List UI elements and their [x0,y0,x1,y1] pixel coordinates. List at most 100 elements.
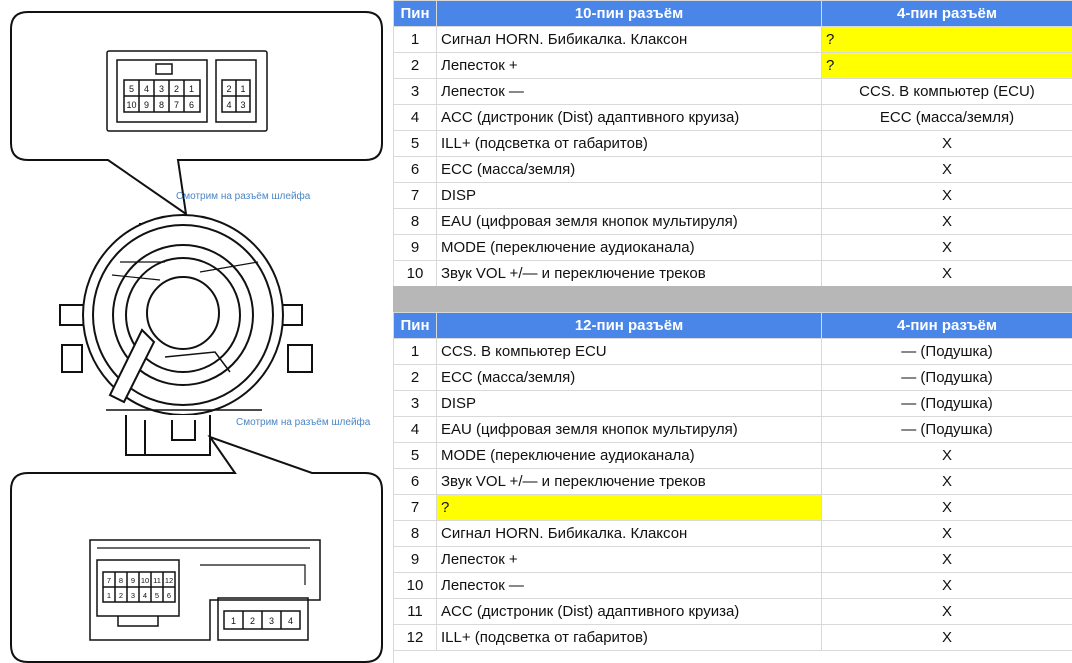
desc-cell: Лепесток + [436,546,822,573]
pin-number-label: 1 [107,591,111,600]
pin-number-label: 5 [155,591,159,600]
desc-cell: ECC (масса/земля) [436,364,822,391]
pin-number-label: 2 [226,84,231,94]
desc-cell: EAU (цифровая земля кнопок мультируля) [436,416,822,443]
desc-cell: EAU (цифровая земля кнопок мультируля) [436,208,822,235]
pin-cell: 5 [393,130,437,157]
pin-number-label: 4 [143,591,147,600]
desc-cell: Звук VOL +/— и переключение треков [436,260,822,287]
pin-cell: 1 [393,338,437,365]
pin-cell: 4 [393,104,437,131]
pin-number-label: 10 [126,100,136,110]
pin-cell: 11 [393,598,437,625]
desc-cell: Лепесток — [436,78,822,105]
pin-number-label: 3 [159,84,164,94]
desc-cell: Звук VOL +/— и переключение треков [436,468,822,495]
pin-cell: 6 [393,156,437,183]
desc-cell: CCS. В компьютер ECU [436,338,822,365]
pin4-cell: X [821,442,1072,469]
header-4pin: 4-пин разъём [821,0,1072,27]
header-12pin: 12-пин разъём [436,312,822,339]
pin4-cell: X [821,572,1072,599]
desc-cell: ILL+ (подсветка от габаритов) [436,624,822,651]
pin-number-label: 6 [167,591,171,600]
pin4-cell: ? [821,52,1072,79]
pin-cell: 10 [393,572,437,599]
pin-number-label: 12 [165,576,173,585]
top-10pin-connector [106,50,268,132]
pin-number-label: 1 [189,84,194,94]
pin-cell: 2 [393,52,437,79]
pin-number-label: 9 [144,100,149,110]
pin-number-label: 7 [107,576,111,585]
pin4-cell: — (Подушка) [821,364,1072,391]
desc-cell: ECC (масса/земля) [436,156,822,183]
header-4pin: 4-пин разъём [821,312,1072,339]
pin4-cell: X [821,260,1072,287]
table-row: 7?X [393,494,1072,521]
pin4-cell: X [821,598,1072,625]
pin-cell: 8 [393,520,437,547]
clock-spring-body [59,214,313,456]
pin-number-label: 6 [189,100,194,110]
header-pin: Пин [393,312,437,339]
bottom-connector-callout [10,435,383,663]
pin-number-label: 8 [119,576,123,585]
desc-cell: DISP [436,182,822,209]
pin-number-label: 2 [250,616,255,626]
desc-cell: DISP [436,390,822,417]
pin-number-label: 5 [129,84,134,94]
pin-cell: 2 [393,364,437,391]
pin-number-label: 2 [174,84,179,94]
pin-cell: 8 [393,208,437,235]
pin4-cell: X [821,494,1072,521]
desc-cell: Сигнал HORN. Бибикалка. Клаксон [436,520,822,547]
desc-cell: Лепесток + [436,52,822,79]
top-caption: Смотрим на разъём шлейфа [176,190,311,202]
pin-cell: 4 [393,416,437,443]
bottom-4pin-connector [217,597,309,641]
desc-cell: ACC (дистроник (Dist) адаптивного круиза… [436,104,822,131]
pin-cell: 3 [393,390,437,417]
pin4-cell: X [821,156,1072,183]
pin4-cell: X [821,624,1072,651]
desc-cell: ILL+ (подсветка от габаритов) [436,130,822,157]
empty-sheet-area [393,650,1072,663]
pin4-cell: X [821,520,1072,547]
table-header-row: Пин 10-пин разъём 4-пин разъём [393,0,1072,27]
desc-cell: MODE (переключение аудиоканала) [436,442,822,469]
table-header-row: Пин 12-пин разъём 4-пин разъём [393,312,1072,339]
pin-number-label: 9 [131,576,135,585]
bottom-12pin-connector [89,539,321,641]
pin-number-label: 4 [144,84,149,94]
pin-number-label: 4 [226,100,231,110]
pin-cell: 3 [393,78,437,105]
desc-cell: ? [436,494,822,521]
pin-cell: 1 [393,26,437,53]
pin-number-label: 10 [141,576,149,585]
pin-cell: 7 [393,494,437,521]
bottom-caption: Смотрим на разъём шлейфа [236,416,371,428]
pin4-cell: X [821,468,1072,495]
